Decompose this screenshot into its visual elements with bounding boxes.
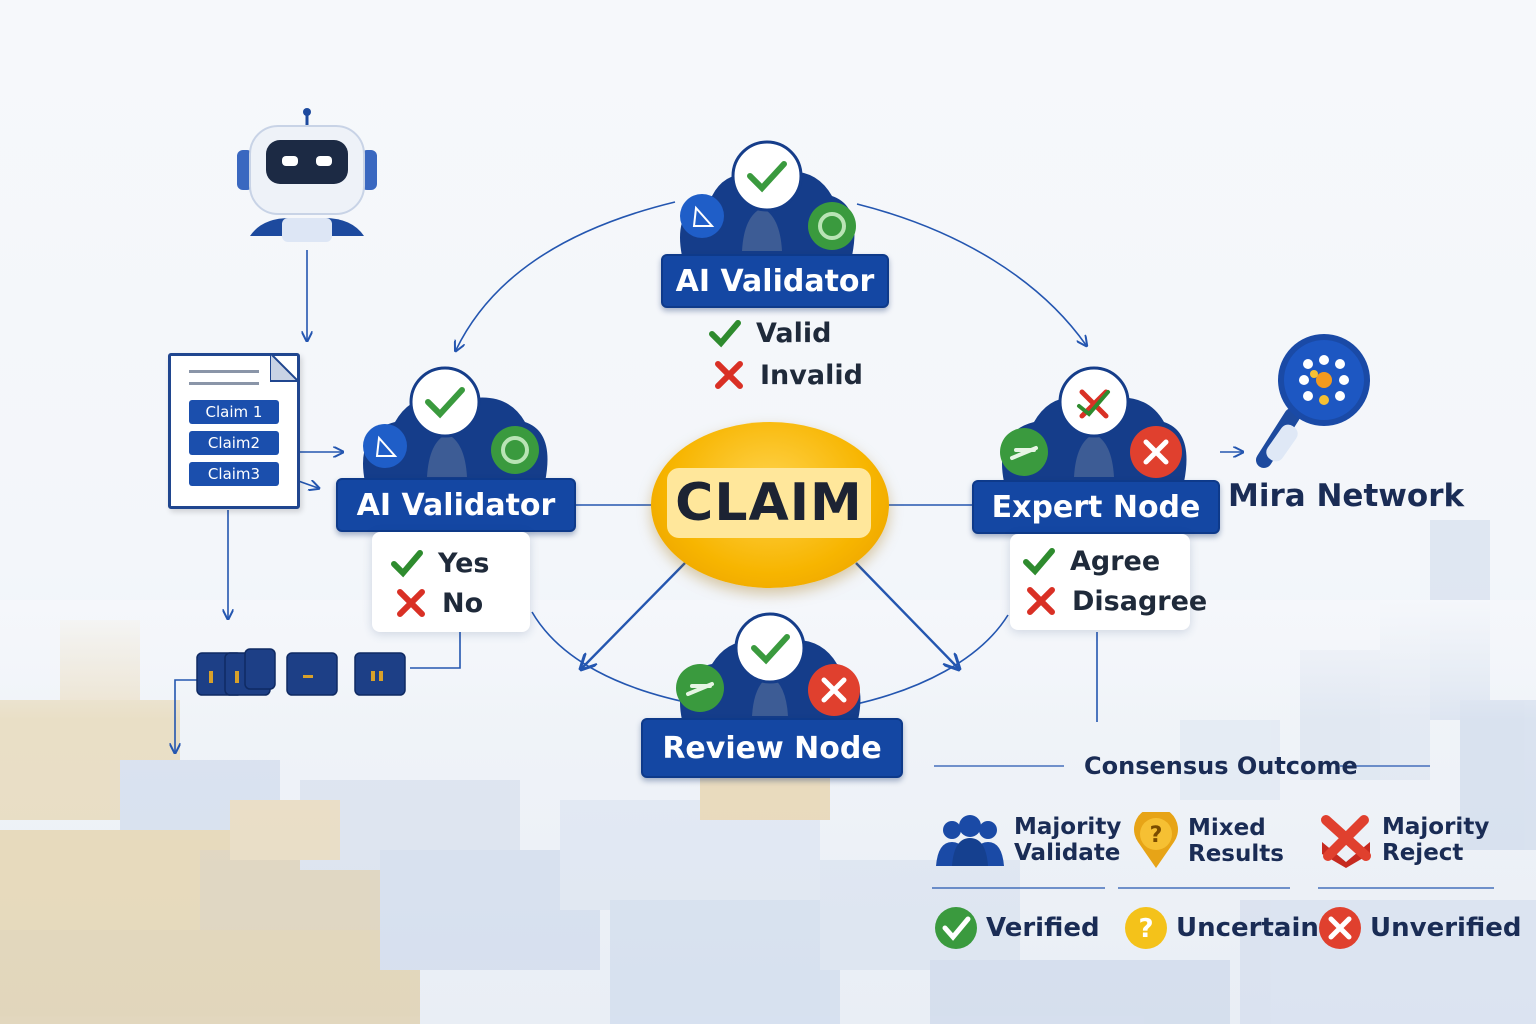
- vote-invalid[interactable]: Invalid: [712, 358, 863, 392]
- doc-text-line: [189, 370, 259, 373]
- storage-blocks: [196, 648, 406, 696]
- doc-text-line: [189, 382, 259, 385]
- vote-valid[interactable]: Valid: [708, 316, 831, 350]
- reject-x-icon: [1321, 815, 1371, 868]
- status-label: Verified: [986, 913, 1100, 943]
- outcome-majority-reject[interactable]: Majority Reject: [1318, 812, 1489, 868]
- validator-top-votes: Valid Invalid: [698, 312, 868, 394]
- status-label: Uncertain: [1176, 913, 1319, 943]
- vote-label: Disagree: [1072, 585, 1208, 617]
- ai-validator-left-banner[interactable]: AI Validator: [336, 478, 576, 532]
- cross-icon: [1027, 587, 1055, 615]
- robot-icon: [237, 108, 377, 242]
- svg-text:?: ?: [1138, 914, 1153, 944]
- consensus-outcome-title: Consensus Outcome: [1084, 752, 1358, 780]
- check-icon: [391, 550, 423, 578]
- vote-label: No: [442, 587, 484, 619]
- claim-chip-3[interactable]: Claim3: [189, 462, 279, 486]
- vote-no[interactable]: No: [394, 586, 483, 620]
- outcome-majority-validate[interactable]: Majority Validate: [934, 812, 1121, 868]
- validator-left-votes: Yes No: [372, 532, 530, 632]
- svg-text:?: ?: [1150, 823, 1163, 848]
- review-node-cloud: [676, 612, 861, 720]
- outcome-label: Majority Validate: [1014, 814, 1122, 866]
- magnifier-network-icon: [1256, 334, 1370, 468]
- claim-center-label[interactable]: CLAIM: [667, 468, 871, 538]
- vote-label: Invalid: [760, 359, 863, 391]
- outcome-label: Majority Reject: [1382, 814, 1490, 866]
- people-group-icon: [936, 815, 1004, 866]
- check-icon: [1023, 548, 1055, 576]
- status-unverified[interactable]: Unverified: [1318, 906, 1521, 950]
- folded-corner: [270, 353, 300, 382]
- status-label: Unverified: [1370, 913, 1522, 943]
- cross-icon: [397, 589, 425, 617]
- mira-network-label: Mira Network: [1228, 478, 1465, 514]
- question-pin-icon: ?: [1134, 812, 1178, 868]
- status-verified[interactable]: Verified: [934, 906, 1100, 950]
- vote-label: Agree: [1070, 545, 1161, 577]
- claim-chip-1[interactable]: Claim 1: [189, 400, 279, 424]
- ai-validator-top-banner[interactable]: AI Validator: [661, 254, 889, 308]
- expert-node-votes: Agree Disagree: [1010, 534, 1207, 630]
- outcome-label: Mixed Results: [1188, 815, 1284, 867]
- check-icon: [709, 320, 741, 348]
- claim-chip-2[interactable]: Claim2: [189, 431, 279, 455]
- vote-disagree[interactable]: Disagree: [1024, 584, 1207, 618]
- uncertain-question-icon: ?: [1125, 907, 1167, 949]
- validator-top-cloud: [680, 140, 856, 256]
- review-node-banner[interactable]: Review Node: [641, 718, 903, 778]
- verified-check-icon: [935, 907, 977, 949]
- cross-icon: [715, 361, 743, 389]
- vote-label: Valid: [756, 317, 832, 349]
- unverified-x-icon: [1319, 907, 1361, 949]
- vote-agree[interactable]: Agree: [1022, 544, 1160, 578]
- validator-left-cloud: [363, 366, 548, 482]
- vote-label: Yes: [438, 547, 490, 579]
- outcome-mixed-results[interactable]: ? Mixed Results: [1132, 812, 1284, 870]
- expert-node-cloud: [1000, 366, 1187, 482]
- vote-yes[interactable]: Yes: [390, 546, 489, 580]
- expert-node-banner[interactable]: Expert Node: [972, 480, 1220, 534]
- status-uncertain[interactable]: ? Uncertain: [1124, 906, 1319, 950]
- claims-document: Claim 1 Claim2 Claim3: [168, 353, 300, 509]
